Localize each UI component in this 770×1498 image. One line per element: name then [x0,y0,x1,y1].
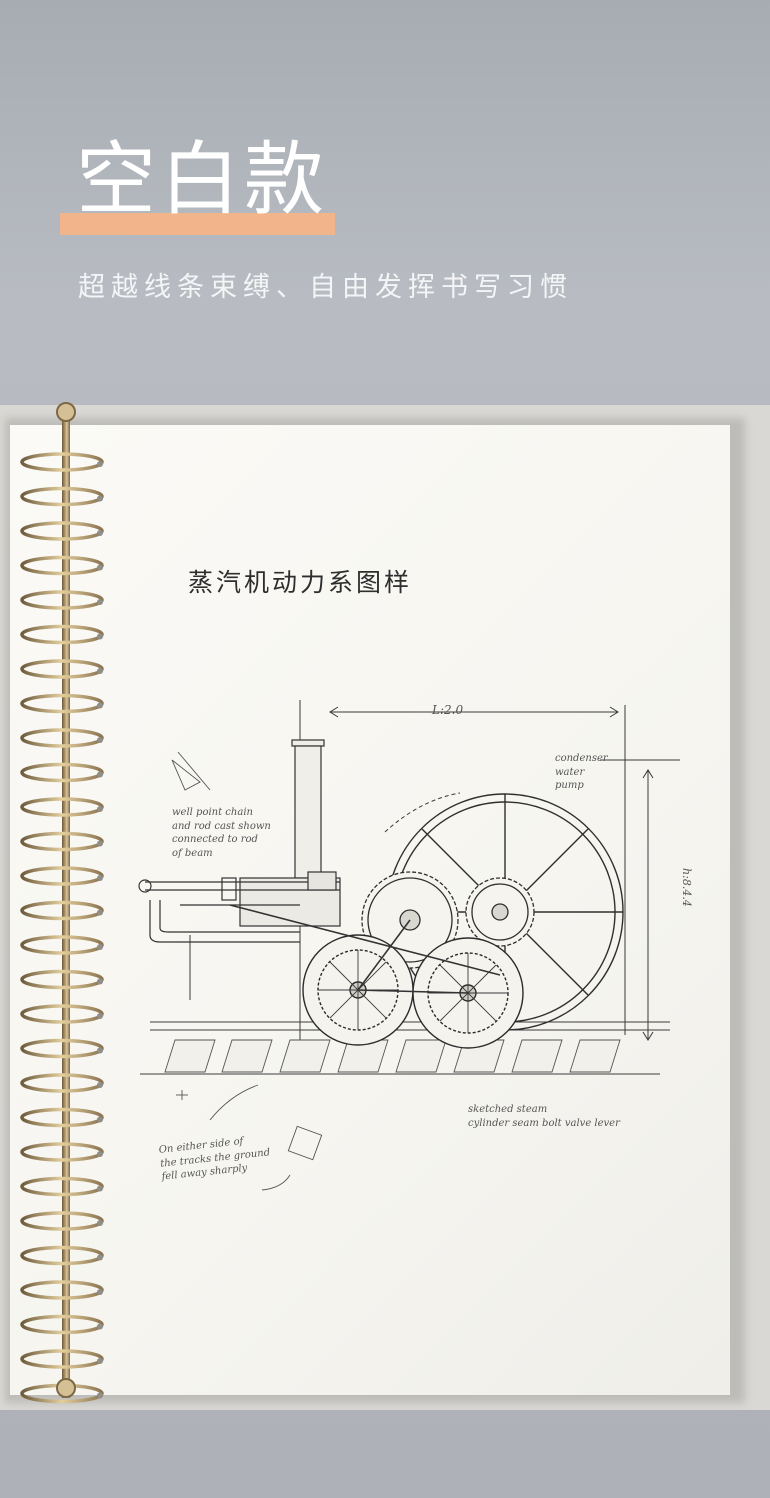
punch-hole [97,530,103,536]
rotation-arrow [384,792,461,833]
spiral-ring [20,797,104,817]
punch-hole [97,702,103,709]
spiral-ring [20,969,104,990]
spiral-ring [20,590,104,610]
punch-hole [97,1013,103,1019]
spiral-ring [20,1349,104,1369]
connecting-rods [229,904,501,994]
punch-hole [97,840,103,847]
rail-track [140,1021,670,1075]
boiler [138,871,341,943]
punch-hole [97,495,103,502]
margin-sketches [171,751,323,1191]
spiral-ring [20,1176,104,1197]
punch-hole [97,461,103,467]
spiral-ring [20,486,104,507]
chimney [291,739,325,879]
punch-hole [97,599,103,605]
page-subtitle: 超越线条束缚、自由发挥书写习惯 [78,272,573,303]
punch-hole [97,978,103,985]
note-chain: well point chain and rod cast shown conn… [172,807,271,859]
punch-hole [97,1116,103,1123]
spiral-ring [20,1004,104,1024]
punch-hole [97,564,103,571]
punch-hole [97,944,103,950]
spiral-wire-icon [20,402,104,1404]
spiral-ring [20,866,104,886]
punch-hole [97,633,103,640]
punch-hole [97,1358,103,1364]
spiral-ring [20,935,104,955]
spiral-ring [20,1211,104,1231]
spiral-ring [20,659,104,679]
punch-hole [97,1392,103,1399]
spiral-ring [20,693,104,714]
spiral-ring [20,1314,104,1335]
punch-hole [97,771,103,778]
spiral-ring [20,728,104,748]
sketch-heading: 蒸汽机动力系图样 [188,568,413,597]
punch-hole [97,1047,103,1054]
spiral-ring [20,521,104,541]
punch-hole [97,668,103,674]
title-underline-accent [60,213,335,235]
punch-hole [97,909,103,916]
punch-hole [97,806,103,812]
spiral-ring [20,831,104,852]
spiral-ring [20,1073,104,1093]
spiral-ring [20,452,104,472]
spiral-ring [20,1245,104,1266]
punch-hole [97,1220,103,1226]
punch-hole [97,875,103,881]
spiral-spine [62,418,70,1398]
page-title: 空白款 [76,133,328,226]
height-dimension-label: h:8.4.4 [679,868,693,907]
note-steam-cylinder: sketched steam cylinder seam bolt valve … [468,1104,620,1129]
punch-hole [97,1151,103,1157]
spiral-ring [20,624,104,645]
spiral-ring [20,1280,104,1300]
spiral-ring [20,1038,104,1059]
punch-hole [97,1323,103,1330]
hero-banner: 空白款 超越线条束缚、自由发挥书写习惯 [0,0,770,400]
spiral-ring [20,900,104,921]
note-condenser: condenser water pump [555,753,608,791]
spiral-ring [20,1107,104,1128]
punch-hole [97,737,103,743]
spiral-ring [20,762,104,783]
punch-hole [97,1289,103,1295]
spiral-ring [20,555,104,576]
punch-hole [97,1254,103,1261]
punch-hole [97,1185,103,1192]
length-dimension-label: L:2.0 [432,703,464,717]
punch-hole [97,1082,103,1088]
spiral-ring [20,1142,104,1162]
rail-sleepers [164,1039,621,1073]
